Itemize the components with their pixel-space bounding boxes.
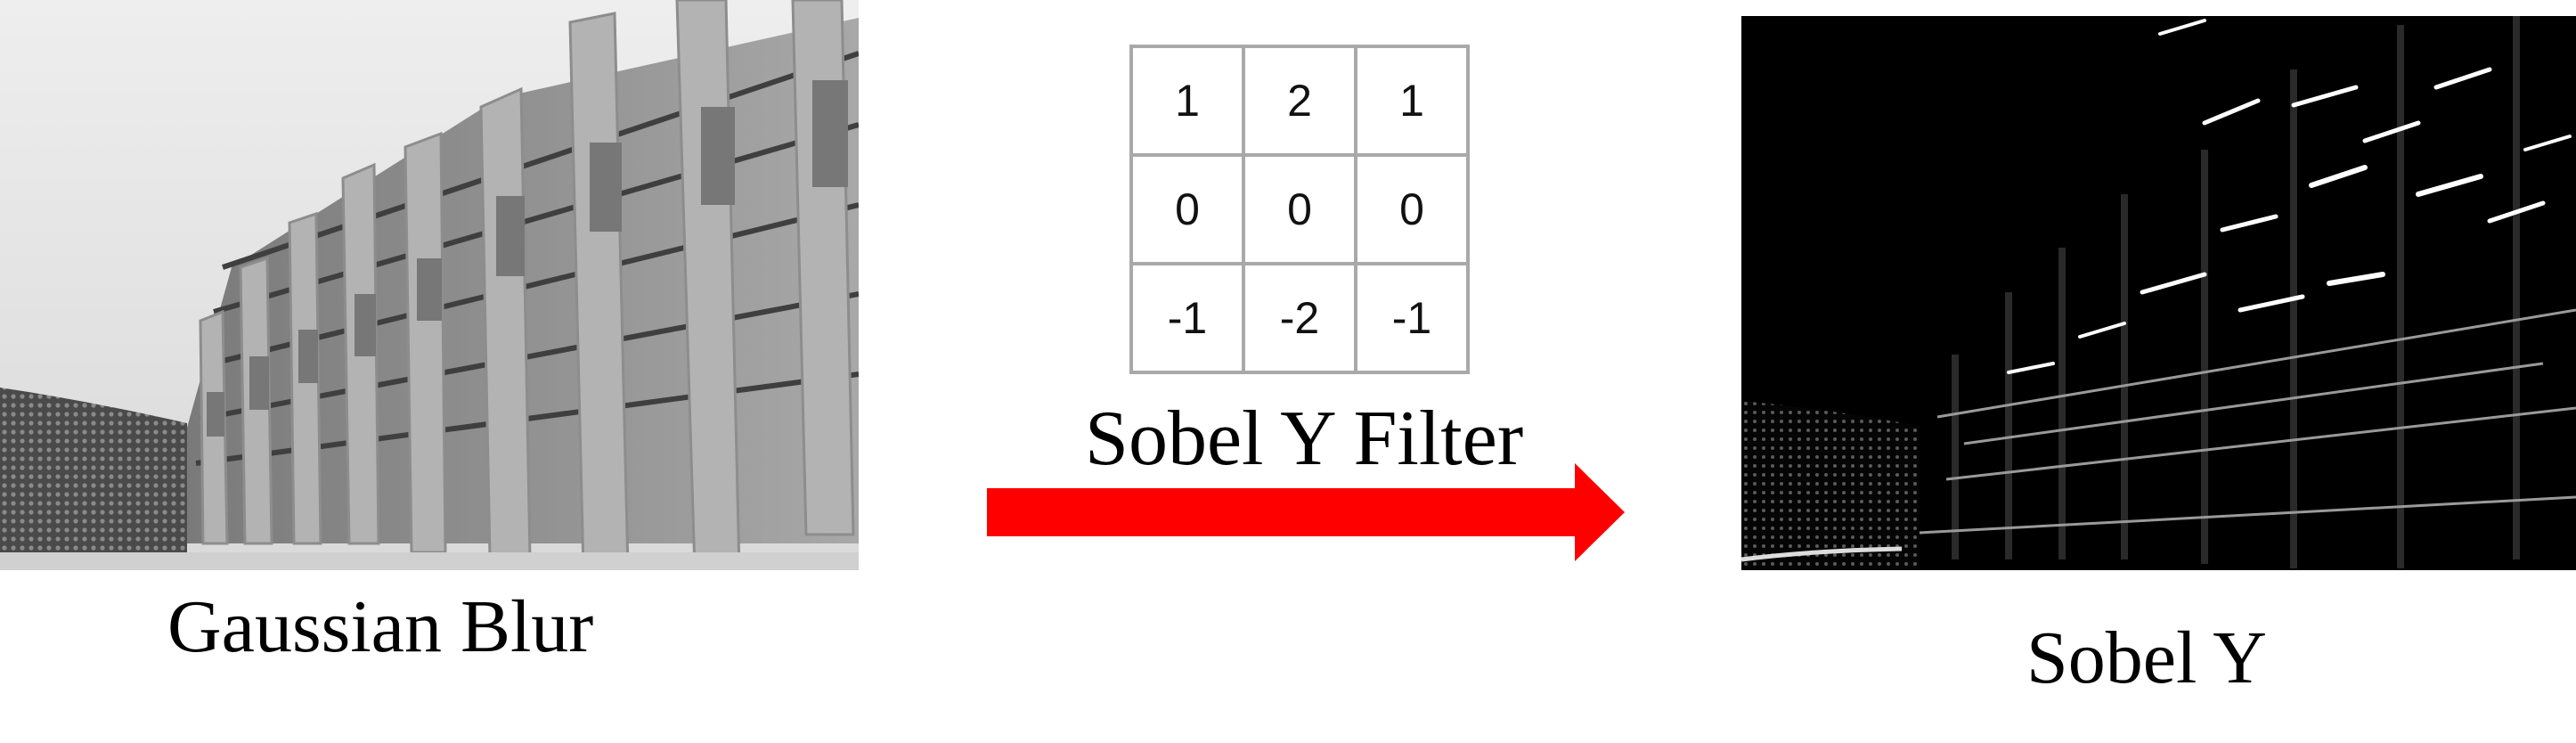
filter-title: Sobel Y Filter xyxy=(1085,396,1524,482)
kernel-cell: -1 xyxy=(1354,262,1470,374)
kernel-cell: 1 xyxy=(1129,45,1245,157)
kernel-row: 1 2 1 xyxy=(1129,45,1470,157)
kernel-cell: 0 xyxy=(1242,153,1357,265)
right-arrow-icon xyxy=(987,463,1625,561)
sobel-y-kernel: 1 2 1 0 0 0 -1 -2 -1 xyxy=(1129,45,1470,374)
kernel-row: -1 -2 -1 xyxy=(1129,262,1470,374)
sobel-y-image xyxy=(1741,16,2576,570)
kernel-cell: 1 xyxy=(1354,45,1470,157)
kernel-row: 0 0 0 xyxy=(1129,153,1470,265)
gaussian-blur-image xyxy=(0,0,859,570)
kernel-cell: -1 xyxy=(1129,262,1245,374)
gaussian-blur-caption: Gaussian Blur xyxy=(167,585,594,668)
kernel-cell: -2 xyxy=(1242,262,1357,374)
sobel-y-caption: Sobel Y xyxy=(2026,616,2267,699)
kernel-cell: 2 xyxy=(1242,45,1357,157)
kernel-cell: 0 xyxy=(1129,153,1245,265)
kernel-cell: 0 xyxy=(1354,153,1470,265)
